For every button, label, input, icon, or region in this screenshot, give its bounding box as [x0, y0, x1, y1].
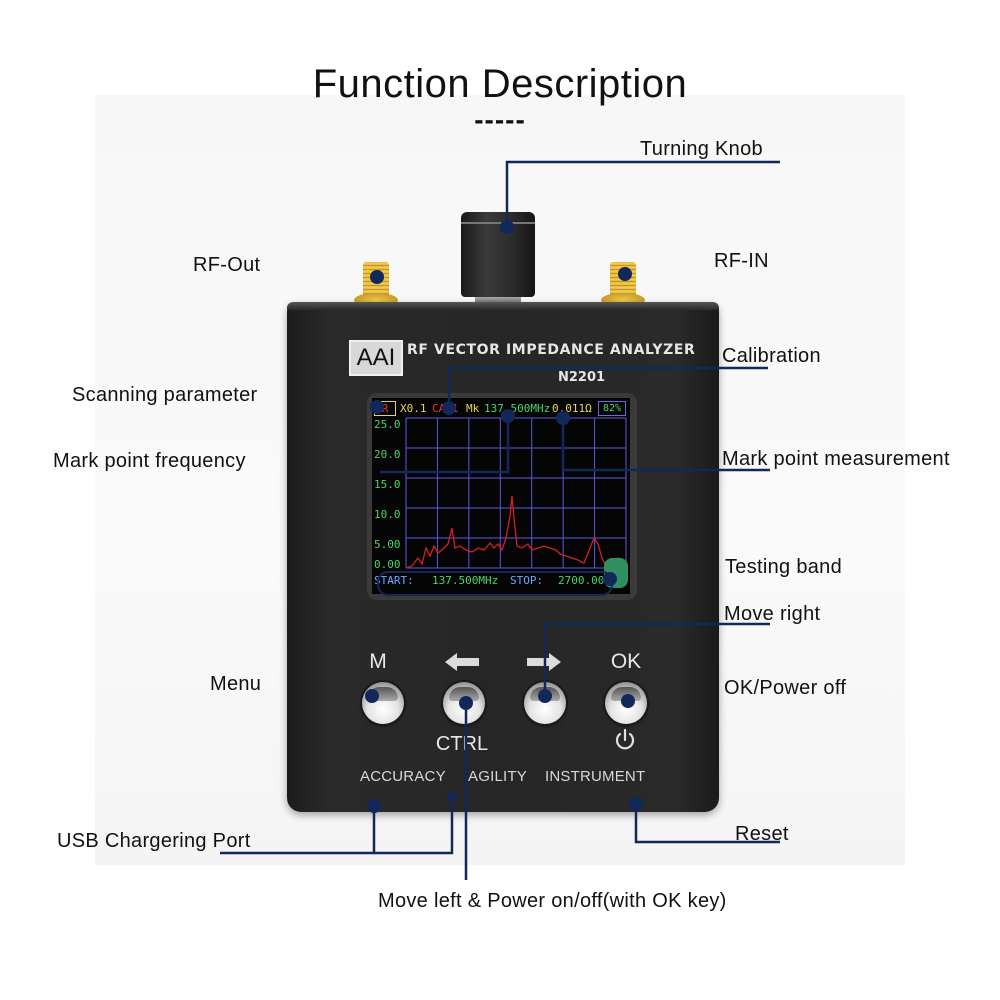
callout-ok-power-off: OK/Power off [724, 677, 847, 699]
callout-mark-point-frequency: Mark point frequency [53, 450, 246, 472]
callout-rf-in: RF-IN [714, 250, 769, 272]
dot-menu [365, 689, 379, 703]
lcd-screen: R X0.1 CAL1 Mk 137.500MHz 0.011Ω 82% 25.… [372, 398, 630, 594]
knob-base [475, 297, 521, 304]
leader-mark-measurement [561, 418, 770, 472]
callout-mark-point-measurement: Mark point measurement [722, 448, 950, 470]
callout-reset: Reset [735, 823, 789, 845]
impedance-trace [405, 495, 625, 569]
stop-frequency: 2700.00 [558, 574, 605, 587]
sweep-plot [405, 417, 627, 569]
leader-turning-knob [505, 160, 780, 227]
knob-ring [461, 222, 535, 224]
slogan-instrument: INSTRUMENT [545, 768, 646, 785]
leader-move-right [543, 622, 770, 696]
y-tick: 10.0 [374, 508, 401, 521]
slogan-agility: AGILITY [468, 768, 527, 785]
callout-calibration: Calibration [722, 345, 821, 367]
leader-reset [634, 804, 780, 844]
dot-scan-param [370, 400, 384, 414]
ok-button-label: OK [610, 650, 642, 673]
testing-band-outline [377, 571, 613, 596]
dot-mark-freq [501, 409, 515, 423]
dot-rf-in [618, 267, 632, 281]
callout-scanning-parameter: Scanning parameter [72, 384, 258, 406]
y-tick: 0.00 [374, 558, 401, 571]
stop-label: STOP: [510, 574, 544, 587]
battery-indicator: 82% [598, 401, 626, 416]
callout-move-right: Move right [724, 603, 821, 625]
dot-usb-2 [447, 792, 457, 802]
model-number: N2201 [558, 370, 606, 385]
dot-usb [367, 799, 381, 813]
left-button[interactable] [443, 682, 485, 724]
callout-menu: Menu [210, 673, 262, 695]
callout-usb-port: USB Chargering Port [57, 830, 251, 852]
brand-logo: AAI [349, 340, 403, 376]
leader-mark-frequency [380, 416, 510, 474]
y-tick: 25.0 [374, 418, 401, 431]
start-label: START: [374, 574, 414, 587]
scale-indicator: X0.1 [400, 402, 427, 415]
dot-rf-out [370, 270, 384, 284]
plot-grid [405, 417, 627, 569]
dot-move-left [459, 696, 473, 710]
analyzer-top-edge [287, 302, 719, 310]
y-tick: 20.0 [374, 448, 401, 461]
dot-mark-measure [556, 411, 570, 425]
brand-text: RF VECTOR IMPEDANCE ANALYZER [407, 342, 696, 358]
callout-move-left: Move left & Power on/off(with OK key) [378, 890, 727, 912]
dot-reset [629, 797, 643, 811]
callout-turning-knob: Turning Knob [640, 138, 763, 160]
leader-calibration [447, 366, 768, 408]
power-icon [615, 728, 635, 750]
left-arrow-icon [445, 653, 479, 671]
slogan-accuracy: ACCURACY [360, 768, 446, 785]
start-frequency: 137.500MHz [432, 574, 499, 587]
dot-move-right [538, 689, 552, 703]
dot-knob [500, 220, 514, 234]
dot-testing-band [603, 572, 617, 586]
y-tick: 15.0 [374, 478, 401, 491]
ctrl-label: CTRL [435, 733, 489, 755]
callout-rf-out: RF-Out [193, 254, 261, 276]
y-tick: 5.00 [374, 538, 401, 551]
turning-knob[interactable] [461, 212, 535, 297]
dot-calibration [442, 401, 456, 415]
dot-ok [621, 694, 635, 708]
menu-button-label: M [369, 650, 387, 673]
marker-frequency: 137.500MHz [484, 402, 551, 415]
marker-label: Mk [466, 402, 480, 415]
title-divider: ----- [474, 104, 526, 135]
callout-testing-band: Testing band [725, 556, 843, 578]
page-title: Function Description [312, 62, 688, 106]
